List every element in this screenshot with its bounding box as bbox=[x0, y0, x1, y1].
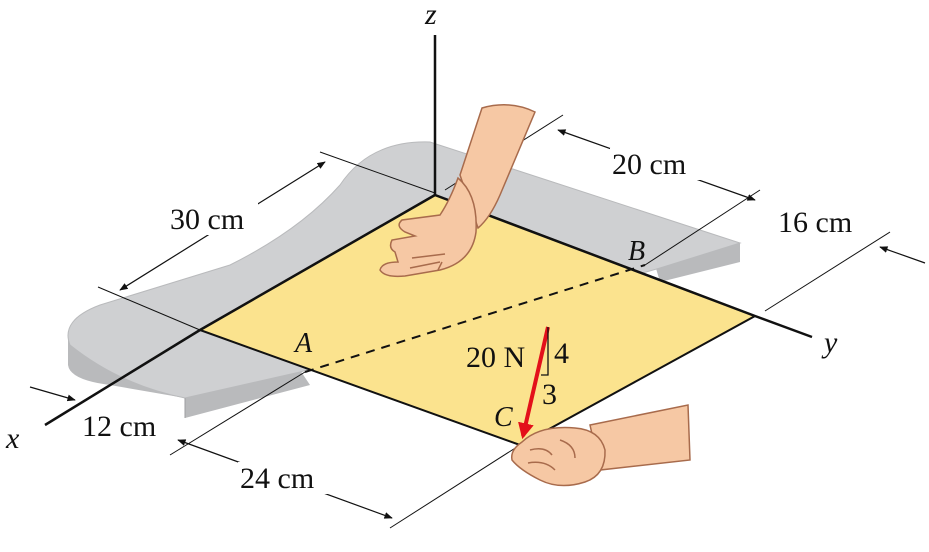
z-axis-label: z bbox=[424, 0, 437, 31]
dim-24-label: 24 cm bbox=[240, 462, 314, 495]
point-a-label: A bbox=[293, 328, 313, 359]
y-axis-label: y bbox=[821, 326, 838, 359]
dim-16-arrow bbox=[879, 246, 926, 264]
force-magnitude: 20 N bbox=[466, 341, 525, 374]
table-right-side bbox=[655, 243, 740, 282]
slope-run: 3 bbox=[542, 378, 557, 411]
x-axis-label: x bbox=[5, 422, 20, 455]
dim-16-label: 16 cm bbox=[778, 206, 852, 239]
hand-pulling-icon bbox=[510, 404, 691, 487]
dim-12-arrow bbox=[29, 386, 76, 402]
point-c-label: C bbox=[494, 402, 513, 433]
force-arrow-icon bbox=[518, 326, 550, 440]
line-ab bbox=[304, 264, 646, 373]
y-axis bbox=[754, 314, 813, 339]
slope-triangle bbox=[541, 327, 549, 376]
slope-rise: 4 bbox=[554, 337, 569, 370]
x-axis bbox=[44, 328, 201, 427]
dim-30-label: 30 cm bbox=[170, 203, 244, 236]
hand-pressing-icon bbox=[379, 104, 536, 278]
dim-20-label: 20 cm bbox=[612, 148, 686, 181]
dim-12-label: 12 cm bbox=[82, 410, 156, 443]
point-b-label: B bbox=[628, 236, 645, 267]
